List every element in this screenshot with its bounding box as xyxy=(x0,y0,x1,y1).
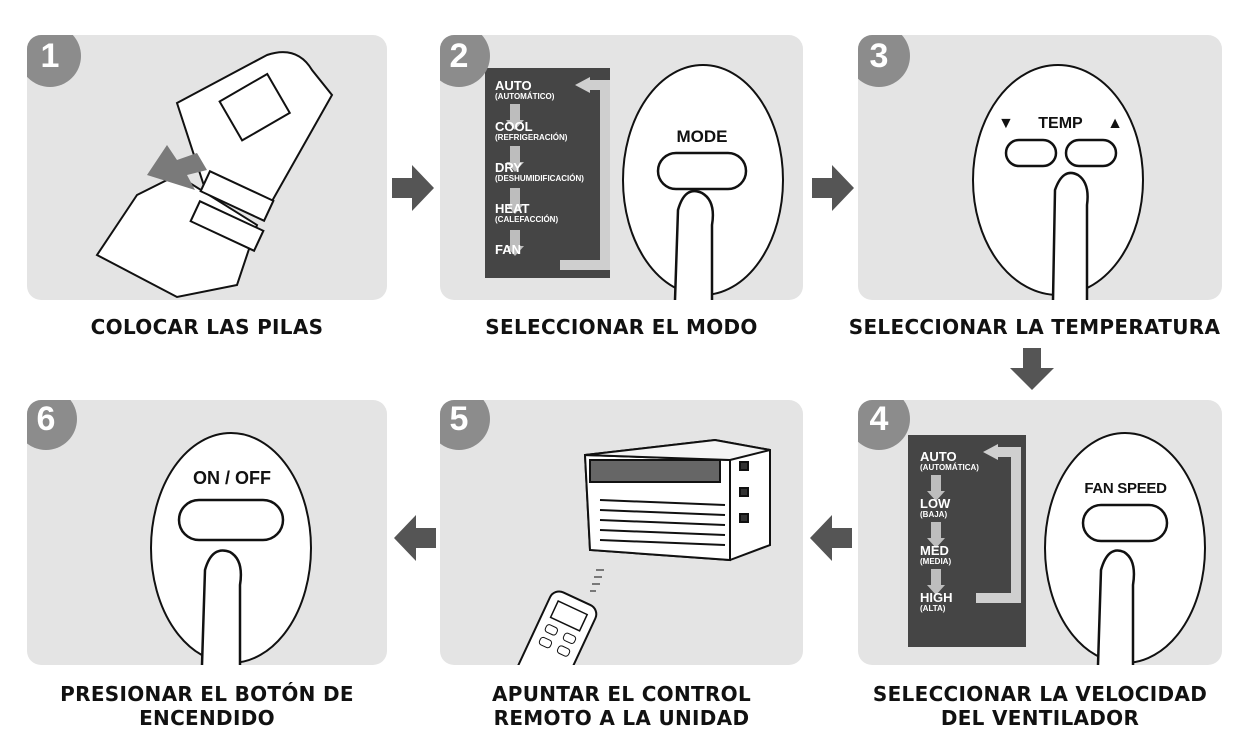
step-4-caption-line-1: SELECCIONAR LA VELOCIDAD xyxy=(872,682,1208,706)
step-5-caption-line-2: REMOTO A LA UNIDAD xyxy=(493,706,750,730)
mode-cool-sub: (REFRIGERACIÓN) xyxy=(495,133,568,142)
mode-auto-sub: (AUTOMÁTICO) xyxy=(495,92,555,101)
mode-list-box xyxy=(485,68,610,278)
fan-speed-label: FAN SPEED xyxy=(1084,480,1167,497)
speed-med-sub: (MEDIA) xyxy=(920,557,952,566)
remote-battery-illustration xyxy=(95,51,334,299)
speed-auto: AUTO xyxy=(920,449,957,464)
onoff-button xyxy=(177,498,285,542)
step-4-caption: SELECCIONAR LA VELOCIDAD DEL VENTILADOR xyxy=(845,682,1235,730)
arrow-right-icon xyxy=(392,165,434,211)
temp-up-button xyxy=(1064,138,1118,168)
step-2-caption: SELECCIONAR EL MODO xyxy=(485,315,758,339)
speed-list-box xyxy=(908,435,1026,647)
step-4-caption-line-2: DEL VENTILADOR xyxy=(940,706,1140,730)
temp-down-icon: ▼ xyxy=(998,115,1014,132)
onoff-label: ON / OFF xyxy=(193,468,271,488)
arrow-left-icon xyxy=(810,515,852,561)
speed-high: HIGH xyxy=(920,590,953,605)
step-5-caption: APUNTAR EL CONTROL REMOTO A LA UNIDAD xyxy=(440,682,803,730)
insert-arrow-icon xyxy=(147,145,207,190)
signal-icon xyxy=(590,569,604,592)
aim-remote-illustration xyxy=(514,438,771,665)
mode-illustration xyxy=(485,64,784,300)
speed-med: MED xyxy=(920,543,949,558)
step-1-caption: COLOCAR LAS PILAS xyxy=(90,315,324,339)
step-3-panel: ▼ TEMP ▲ 3 xyxy=(858,35,1222,300)
step-6-panel: ON / OFF 6 xyxy=(27,400,387,665)
step-2-badge: 2 xyxy=(440,35,490,87)
speed-low: LOW xyxy=(920,496,951,511)
mode-dry-sub: (DESHUMIDIFICACIÓN) xyxy=(495,174,584,183)
step-3-caption: SELECCIONAR LA TEMPERATURA xyxy=(848,315,1221,339)
mode-fan: FAN xyxy=(495,242,521,257)
mode-dry: DRY xyxy=(495,160,522,175)
mode-heat-sub: (CALEFACCIÓN) xyxy=(495,215,559,224)
finger-icon xyxy=(1096,549,1136,665)
step-4-badge: 4 xyxy=(858,400,910,450)
mode-button-label: MODE xyxy=(676,127,728,146)
onoff-illustration xyxy=(150,432,312,665)
step-4-panel: AUTO (AUTOMÁTICA) LOW (BAJA) MED (MEDIA)… xyxy=(858,400,1222,665)
step-6-caption-line-1: PRESIONAR EL BOTÓN DE xyxy=(60,682,354,706)
remote-icon xyxy=(514,590,598,665)
mode-cool: COOL xyxy=(495,119,533,134)
finger-icon xyxy=(200,549,243,665)
step-5-caption-line-1: APUNTAR EL CONTROL xyxy=(491,682,752,706)
temp-illustration xyxy=(972,64,1144,300)
step-2-panel: AUTO (AUTOMÁTICO) COOL (REFRIGERACIÓN) D… xyxy=(440,35,803,300)
step-5-panel: 5 xyxy=(440,400,803,665)
mode-heat: HEAT xyxy=(495,201,530,216)
fan-speed-illustration xyxy=(908,432,1206,665)
speed-high-sub: (ALTA) xyxy=(920,604,946,613)
speed-low-sub: (BAJA) xyxy=(920,510,948,519)
step-5-badge: 5 xyxy=(440,400,490,450)
temp-up-icon: ▲ xyxy=(1107,115,1123,132)
mode-down-arrows xyxy=(506,104,524,256)
speed-down-arrows xyxy=(927,475,945,595)
step-1-panel: 1 xyxy=(27,35,387,300)
arrow-down-icon xyxy=(1010,348,1054,390)
mode-auto: AUTO xyxy=(495,78,532,93)
step-6-caption: PRESIONAR EL BOTÓN DE ENCENDIDO xyxy=(27,682,387,730)
ac-unit-icon xyxy=(583,438,771,562)
speed-auto-sub: (AUTOMÁTICA) xyxy=(920,463,979,472)
step-6-caption-line-2: ENCENDIDO xyxy=(139,706,275,730)
finger-icon xyxy=(1051,171,1089,300)
fan-speed-button xyxy=(1081,503,1169,543)
arrow-left-icon xyxy=(394,515,436,561)
mode-button xyxy=(656,151,748,191)
finger-icon xyxy=(673,189,715,300)
arrow-right-icon xyxy=(812,165,854,211)
temp-label: TEMP xyxy=(1038,115,1083,132)
temp-down-button xyxy=(1004,138,1058,168)
